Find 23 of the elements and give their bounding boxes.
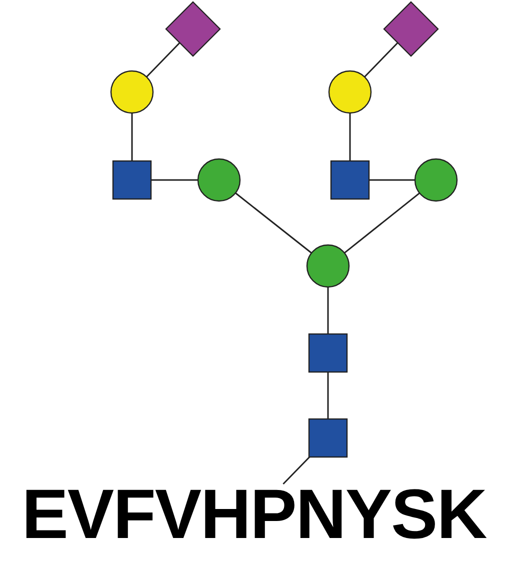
square-symbol (308, 418, 348, 458)
connector-line (131, 113, 133, 161)
circle-symbol (197, 158, 241, 202)
connector-line (344, 192, 420, 254)
connector-line (327, 372, 329, 419)
connector-line (327, 287, 329, 334)
connector-line (146, 42, 180, 78)
connector-line (349, 113, 351, 161)
connector-line (235, 192, 312, 254)
square-symbol (308, 333, 348, 373)
circle-symbol (306, 244, 350, 288)
circle-symbol (328, 70, 372, 114)
connector-line (151, 179, 198, 181)
circle-symbol (110, 70, 154, 114)
square-symbol (330, 160, 370, 200)
connector-line (282, 456, 310, 485)
diamond-symbol (165, 1, 221, 57)
peptide-sequence: EVFVHPNYSK (22, 479, 486, 549)
square-symbol (112, 160, 152, 200)
connector-line (369, 179, 415, 181)
connector-line (364, 42, 398, 78)
circle-symbol (414, 158, 458, 202)
diamond-symbol (383, 1, 439, 57)
